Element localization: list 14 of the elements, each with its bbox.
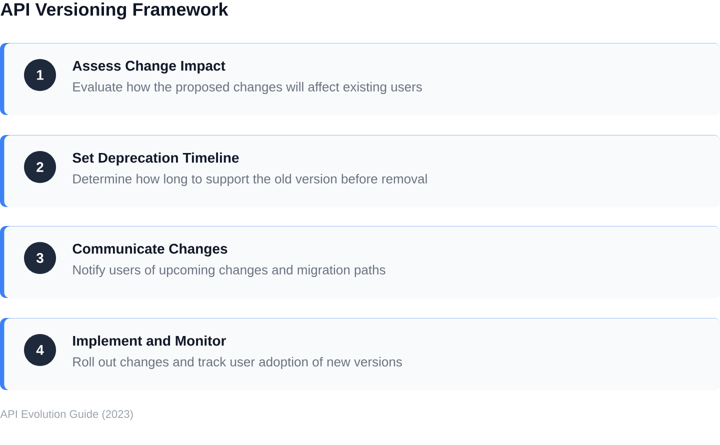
step-heading: Communicate Changes <box>72 243 228 257</box>
caption: API Evolution Guide (2023) <box>0 410 133 420</box>
step-description: Evaluate how the proposed changes will affect existing users <box>73 82 422 94</box>
number-badge: 3 <box>24 242 56 274</box>
step-description: Roll out changes and track user adoption of new versions <box>73 356 402 370</box>
step-heading: Implement and Monitor <box>73 335 226 349</box>
step-description: Determine how long to support the old version before removal <box>73 174 427 186</box>
step-heading: Set Deprecation Timeline <box>72 152 239 166</box>
number-badge: 4 <box>24 334 56 366</box>
step-heading: Assess Change Impact <box>72 60 226 74</box>
number-badge: 2 <box>24 151 56 183</box>
number-badge: 1 <box>24 59 56 91</box>
title: API Versioning Framework <box>0 2 228 20</box>
step-description: Notify users of upcoming changes and migration paths <box>73 264 386 278</box>
